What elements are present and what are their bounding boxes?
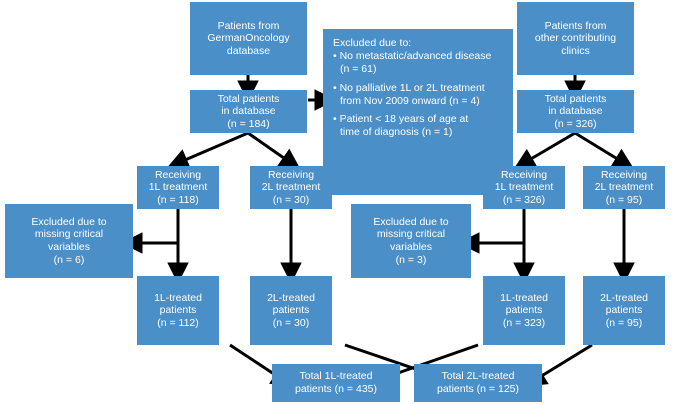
node-total-1l-treated: Total 1L-treated patients (n = 435) (272, 364, 400, 402)
node-treated-2l-german: 2L-treated patients (n = 30) (250, 276, 332, 345)
node-text-line: missing critical (34, 228, 104, 241)
node-text-line: time of diagnosis (n = 1) (340, 126, 453, 139)
node-text-line: 1L-treated (500, 291, 548, 304)
node-text-line: (n = 95) (605, 316, 643, 329)
node-receiving-1l-other: Receiving 1L treatment (n = 326) (483, 166, 565, 209)
node-text-line: Receiving (267, 168, 315, 181)
node-text-line: patients (272, 304, 310, 317)
node-text-line: Excluded due to (31, 215, 107, 228)
node-excluded-criteria: Excluded due to: • No metastatic/advance… (323, 29, 513, 195)
edge-other-total-to-1l (513, 131, 576, 170)
node-text-line: database (226, 44, 271, 57)
node-text-line: (n = 30) (272, 193, 310, 206)
node-text-line: 1L-treated (154, 291, 202, 304)
node-text-line: Patients from (217, 19, 280, 32)
node-text-line: • No metastatic/advanced disease (333, 50, 492, 63)
node-text-line: Receiving (500, 168, 548, 181)
node-receiving-2l-german: Receiving 2L treatment (n = 30) (250, 166, 332, 209)
node-text-line: patients (159, 304, 197, 317)
node-treated-1l-german: 1L-treated patients (n = 112) (137, 276, 219, 345)
node-text-line: variables (389, 241, 433, 253)
node-excluded-missing-right: Excluded due to missing critical variabl… (351, 204, 471, 278)
node-text-line: Total patients (217, 92, 280, 105)
node-text-line: patients (n = 125) (436, 383, 519, 395)
edge-other-total-to-2l (574, 131, 635, 170)
node-text-line: 2L-treated (267, 291, 315, 304)
node-receiving-1l-german: Receiving 1L treatment (n = 118) (137, 166, 219, 209)
node-treated-1l-other: 1L-treated patients (n = 323) (483, 276, 565, 345)
node-text-line: missing critical (376, 228, 446, 241)
edge-treated2l-right-to-total2l (524, 343, 593, 387)
node-text-line: (n = 326) (502, 193, 546, 206)
node-text-line: Receiving (600, 168, 648, 181)
node-treated-2l-other: 2L-treated patients (n = 95) (583, 276, 665, 345)
edge-german-total-to-1l (166, 131, 249, 170)
node-text-line: Total 2L-treated (441, 370, 515, 383)
node-text-line: from Nov 2009 onward (n = 4) (340, 94, 480, 107)
node-text-line: clinics (561, 44, 590, 57)
node-text-line: (n = 61) (340, 63, 377, 76)
node-text-line: Excluded due to: (333, 37, 412, 49)
node-text-line: 1L treatment (494, 181, 554, 194)
node-text-line: (n = 326) (554, 117, 597, 130)
node-text-line: (n = 118) (157, 193, 199, 206)
node-text-line: Excluded due to (373, 215, 449, 228)
node-text-line: (n = 30) (272, 316, 310, 329)
node-text-line: • No palliative 1L or 2L treatment (333, 81, 485, 94)
node-text-line: Patients from (544, 19, 607, 32)
node-text-line: Receiving (154, 168, 202, 181)
node-text-line: (n = 6) (53, 253, 85, 266)
node-text-line: (n = 3) (395, 253, 427, 266)
node-text-line: 1L treatment (148, 181, 208, 194)
node-text-line: (n = 95) (605, 193, 643, 206)
node-text-line: Total patients (544, 92, 607, 105)
node-text-line: patients (n = 435) (294, 383, 377, 395)
edge-german-total-to-2l (247, 131, 301, 170)
node-text-line: variables (47, 241, 91, 253)
node-text-line: in database (548, 105, 603, 118)
node-text-line: in database (221, 105, 276, 118)
node-source-other: Patients from other contributing clinics (517, 2, 634, 75)
node-text-line: 2L treatment (261, 181, 321, 194)
node-text-line: (n = 323) (502, 316, 546, 329)
node-text-line: 2L treatment (594, 181, 654, 194)
node-text-line: Total 1L-treated (299, 370, 373, 383)
node-text-line: (n = 184) (227, 117, 270, 130)
node-text-line: (n = 112) (157, 316, 199, 329)
node-text-line: patients (505, 304, 543, 317)
node-receiving-2l-other: Receiving 2L treatment (n = 95) (583, 166, 665, 209)
node-text-line: • Patient < 18 years of age at (333, 113, 469, 126)
node-text-line: other contributing (534, 32, 617, 45)
node-total-german: Total patients in database (n = 184) (190, 90, 307, 133)
node-total-other: Total patients in database (n = 326) (517, 90, 634, 133)
node-text-line: patients (605, 304, 643, 317)
node-text-line: GermanOncology (207, 32, 290, 45)
node-total-2l-treated: Total 2L-treated patients (n = 125) (414, 364, 542, 402)
node-text-line: 2L-treated (600, 291, 648, 304)
node-source-german: Patients from GermanOncology database (190, 2, 307, 75)
node-excluded-missing-left: Excluded due to missing critical variabl… (5, 204, 133, 278)
